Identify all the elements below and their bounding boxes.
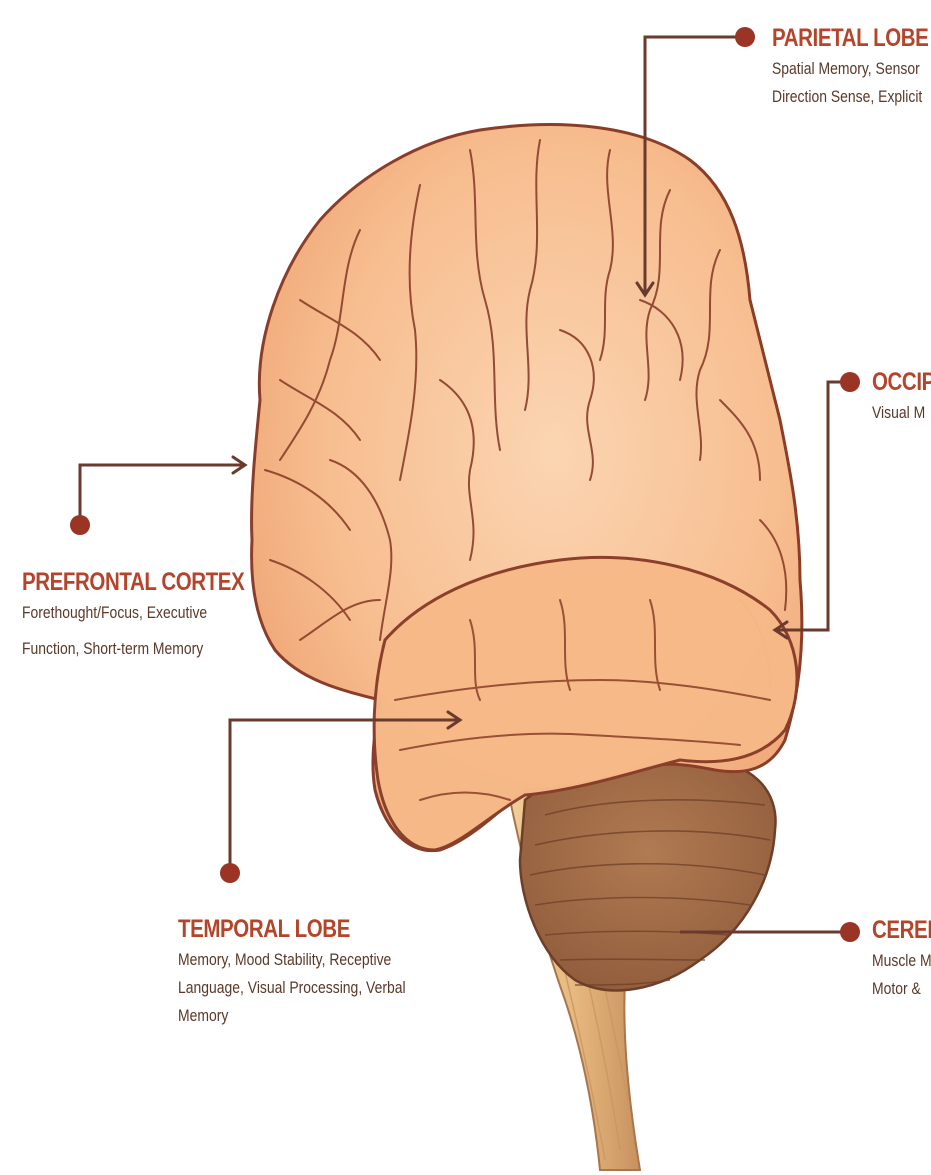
cerebellum-label: CEREB Muscle M Motor & <box>872 916 931 1003</box>
prefrontal-cortex-label: PREFRONTAL CORTEX Forethought/Focus, Exe… <box>22 568 293 663</box>
dot-temporal <box>220 863 240 883</box>
parietal-lobe-desc-1: Spatial Memory, Sensor <box>772 55 920 83</box>
parietal-lobe-title: PARIETAL LOBE <box>772 24 928 53</box>
dot-parietal <box>735 27 755 47</box>
prefrontal-cortex-desc-1: Forethought/Focus, Executive <box>22 599 207 627</box>
leader-prefrontal <box>80 465 245 520</box>
temporal-lobe-label: TEMPORAL LOBE Memory, Mood Stability, Re… <box>178 915 456 1030</box>
occipital-lobe-title: OCCIP <box>872 368 931 397</box>
dot-occipital <box>840 372 860 392</box>
parietal-lobe-label: PARIETAL LOBE Spatial Memory, Sensor Dir… <box>772 24 931 111</box>
parietal-lobe-desc-2: Direction Sense, Explicit <box>772 83 922 111</box>
cerebellum <box>520 760 776 990</box>
prefrontal-cortex-title: PREFRONTAL CORTEX <box>22 568 244 597</box>
temporal-lobe-desc-1: Memory, Mood Stability, Receptive <box>178 946 391 974</box>
occipital-lobe-label: OCCIP Visual M <box>872 368 931 427</box>
temporal-lobe-title: TEMPORAL LOBE <box>178 915 350 944</box>
cerebellum-desc-1: Muscle M <box>872 947 931 975</box>
temporal-lobe-desc-3: Memory <box>178 1002 228 1030</box>
occipital-lobe-desc-1: Visual M <box>872 399 925 427</box>
temporal-lobe-desc-2: Language, Visual Processing, Verbal <box>178 974 406 1002</box>
cerebellum-desc-2: Motor & <box>872 975 921 1003</box>
dot-cerebellum <box>840 922 860 942</box>
dot-prefrontal <box>70 515 90 535</box>
cerebellum-title: CEREB <box>872 916 931 945</box>
prefrontal-cortex-desc-2: Function, Short-term Memory <box>22 635 203 663</box>
